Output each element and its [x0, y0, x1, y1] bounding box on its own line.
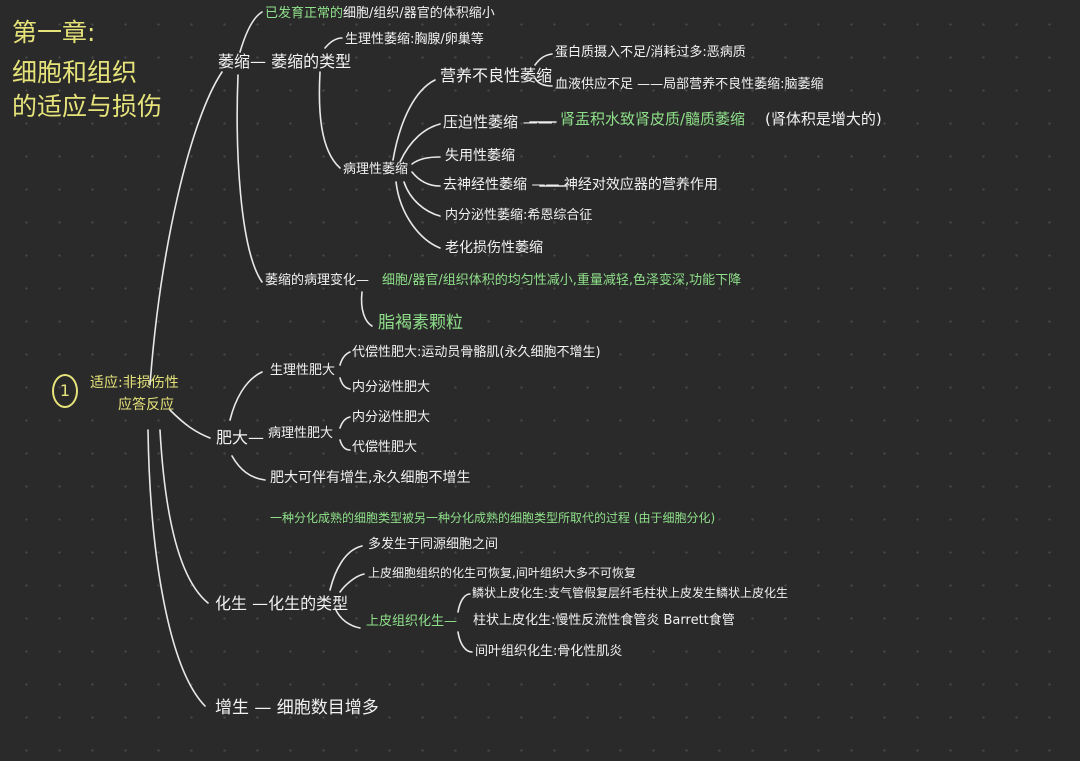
path-to-pressure: [399, 123, 441, 163]
path-hypertrophy-a: 内分泌性肥大: [352, 410, 431, 425]
section-title: 适应:非损伤性: [90, 375, 179, 391]
lipofuscin: 脂褐素颗粒: [378, 313, 463, 333]
type-to-pathological: [318, 71, 341, 169]
trunk-to-hypertrophy: [169, 409, 211, 439]
trunk-to-hyperplasia: [147, 429, 206, 707]
atrophy-pathology-change: 萎缩的病理变化—: [265, 273, 370, 288]
path-to-disuse: [411, 156, 441, 165]
pressure-atrophy: 压迫性萎缩 ——: [443, 113, 553, 131]
hyperplasia-node: 增生 — 细胞数目增多: [215, 698, 379, 718]
hypertrophy-node: 肥大—: [216, 428, 265, 447]
endocrine-atrophy: 内分泌性萎缩:希恩综合征: [445, 208, 593, 223]
epi-mesenchymal: [457, 631, 473, 653]
metaplasia-node: 化生 —化生的类型: [215, 594, 349, 613]
metaplasia-type-b: 上皮细胞组织的化生可恢复,间叶组织大多不可恢复: [368, 566, 636, 580]
hyper-to-note: [231, 455, 266, 481]
path-to-aging: [395, 181, 441, 249]
path-a: [339, 416, 351, 429]
metaplasia-definition: 一种分化成熟的细胞类型被另一种分化成熟的细胞类型所取代的过程 (由于细胞分化): [270, 511, 716, 525]
meta-type-b: [339, 573, 365, 593]
epithelial-metaplasia: 上皮组织化生—: [366, 614, 458, 629]
epi-squamous: [457, 593, 471, 613]
pathological-hypertrophy: 病理性肥大: [268, 426, 334, 441]
disuse-atrophy: 失用性萎缩: [445, 148, 515, 164]
pressure-note: (肾体积是增大的): [765, 110, 882, 128]
chapter-title: 第一章:: [12, 18, 96, 47]
atrophy-definition: 已发育正常的细胞/组织/器官的体积缩小: [265, 6, 495, 22]
physiological-hypertrophy: 生理性肥大: [270, 363, 336, 378]
meta-type-a: [329, 545, 363, 591]
path-to-malnutrition: [392, 79, 436, 161]
section-number: 1: [52, 374, 78, 408]
phys-a: [339, 351, 351, 366]
path-hypertrophy-b: 代偿性肥大: [352, 440, 418, 455]
atrophy-to-change: [236, 74, 263, 283]
definition-green: 已发育正常的: [265, 6, 344, 21]
pathology-change-a: 细胞/器官/组织体积的均匀性减小,重量减轻,色泽变深,功能下降: [382, 273, 742, 288]
pressure-example: 肾盂积水致肾皮质/髓质萎缩: [560, 110, 746, 128]
pathological-atrophy: 病理性萎缩: [343, 162, 409, 177]
change-to-lipofuscin: [360, 291, 373, 327]
trunk-to-metaplasia: [159, 429, 209, 604]
phys-hypertrophy-b: 内分泌性肥大: [352, 380, 431, 395]
aging-atrophy: 老化损伤性萎缩: [445, 240, 543, 256]
trunk-to-atrophy: [149, 71, 223, 386]
malnut-a: [534, 53, 553, 66]
chapter-title-line2: 细胞和组织: [12, 58, 138, 87]
meta-epithelial: [334, 607, 361, 629]
malnutrition-b: 血液供应不足 ——局部营养不良性萎缩:脑萎缩: [555, 77, 824, 92]
mesenchymal-metaplasia: 间叶组织化生:骨化性肌炎: [475, 644, 623, 659]
hypertrophy-note: 肥大可伴有增生,永久细胞不增生: [270, 470, 471, 486]
atrophy-node: 萎缩— 萎缩的类型: [218, 52, 352, 71]
section-title-line2: 应答反应: [118, 397, 174, 413]
squamous-metaplasia: 鳞状上皮化生:支气管假复层纤毛柱状上皮发生鳞状上皮化生: [472, 586, 789, 600]
malnutrition-a: 蛋白质摄入不足/消耗过多:恶病质: [555, 45, 746, 60]
phys-b: [339, 377, 351, 390]
malnut-b: [534, 77, 553, 87]
physiological-atrophy: 生理性萎缩:胸腺/卵巢等: [345, 32, 484, 47]
definition-white: 细胞/组织/器官的体积缩小: [343, 6, 495, 21]
chapter-title-line3: 的适应与损伤: [12, 92, 163, 121]
denervation-atrophy: 去神经性萎缩 —— 神经对效应器的营养作用: [443, 177, 718, 193]
path-to-denervation: [411, 171, 441, 187]
columnar-metaplasia: 柱状上皮化生:慢性反流性食管炎 Barrett食管: [473, 613, 735, 628]
metaplasia-type-a: 多发生于同源细胞之间: [368, 537, 499, 552]
atrophy-to-definition: [239, 11, 263, 53]
malnutrition-atrophy: 营养不良性萎缩: [440, 66, 553, 85]
path-to-endocrine: [403, 181, 441, 217]
hyper-to-phys: [229, 371, 263, 421]
type-to-physiological: [324, 37, 343, 49]
phys-hypertrophy-a: 代偿性肥大:运动员骨骼肌(永久细胞不增生): [352, 345, 601, 360]
path-b: [339, 439, 351, 451]
